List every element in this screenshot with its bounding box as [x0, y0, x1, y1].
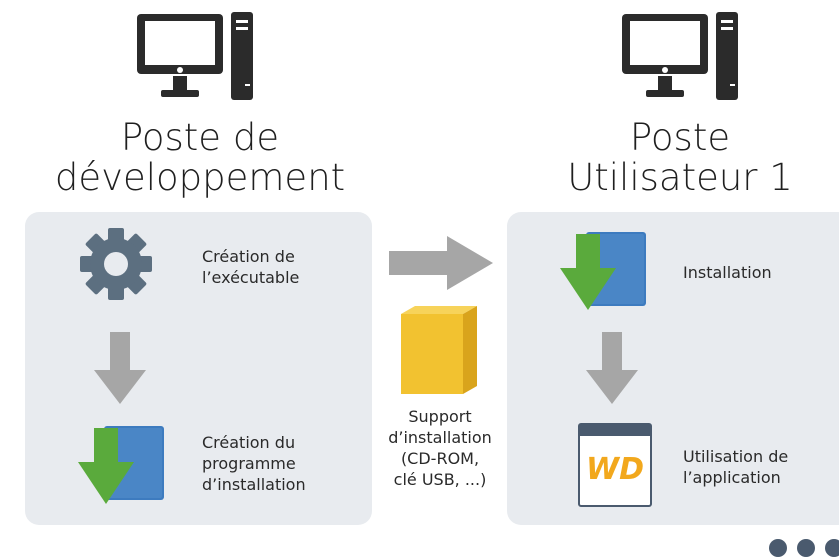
pager-dots-icon — [768, 538, 839, 557]
step-label-line: d’installation — [202, 475, 306, 494]
left-title-line2: développement — [54, 156, 346, 199]
step-use-app-label: Utilisation de l’application — [683, 446, 833, 488]
support-label-line: (CD-ROM, — [400, 449, 480, 468]
desktop-computer-icon-left — [137, 12, 257, 107]
left-station-title: Poste de développement — [20, 118, 380, 198]
gear-icon — [78, 226, 154, 302]
step-create-installer-label: Création du programme d’installation — [202, 432, 362, 495]
desktop-computer-icon-right — [622, 12, 742, 107]
step-label-line: programme — [202, 454, 296, 473]
down-arrow-icon-right — [586, 332, 638, 406]
support-label-line: clé USB, ...) — [393, 470, 487, 489]
step-installation-label: Installation — [683, 262, 823, 283]
installer-icon-right — [560, 230, 650, 312]
step-label-line: Création du — [202, 433, 296, 452]
support-label-line: d’installation — [388, 428, 492, 447]
step-label-line: Création de — [202, 247, 295, 266]
step-label-line: Installation — [683, 263, 772, 282]
right-station-title: Poste Utilisateur 1 — [520, 118, 839, 198]
wd-logo-text: WD — [586, 452, 644, 487]
support-label: Support d’installation (CD-ROM, clé USB,… — [375, 406, 505, 490]
step-label-line: Utilisation de — [683, 447, 789, 466]
support-label-line: Support — [408, 407, 472, 426]
step-label-line: l’exécutable — [202, 268, 300, 287]
step-create-executable-label: Création de l’exécutable — [202, 246, 362, 288]
support-box-icon — [401, 306, 481, 396]
right-title-line2: Utilisateur 1 — [567, 156, 793, 199]
left-title-line1: Poste de — [120, 116, 280, 159]
right-title-line1: Poste — [629, 116, 731, 159]
wd-app-icon: WD — [578, 423, 652, 507]
step-label-line: l’application — [683, 468, 781, 487]
down-arrow-icon-left — [94, 332, 146, 406]
installer-icon-left — [78, 424, 168, 506]
right-station-panel — [507, 212, 839, 525]
right-arrow-icon — [389, 236, 493, 290]
